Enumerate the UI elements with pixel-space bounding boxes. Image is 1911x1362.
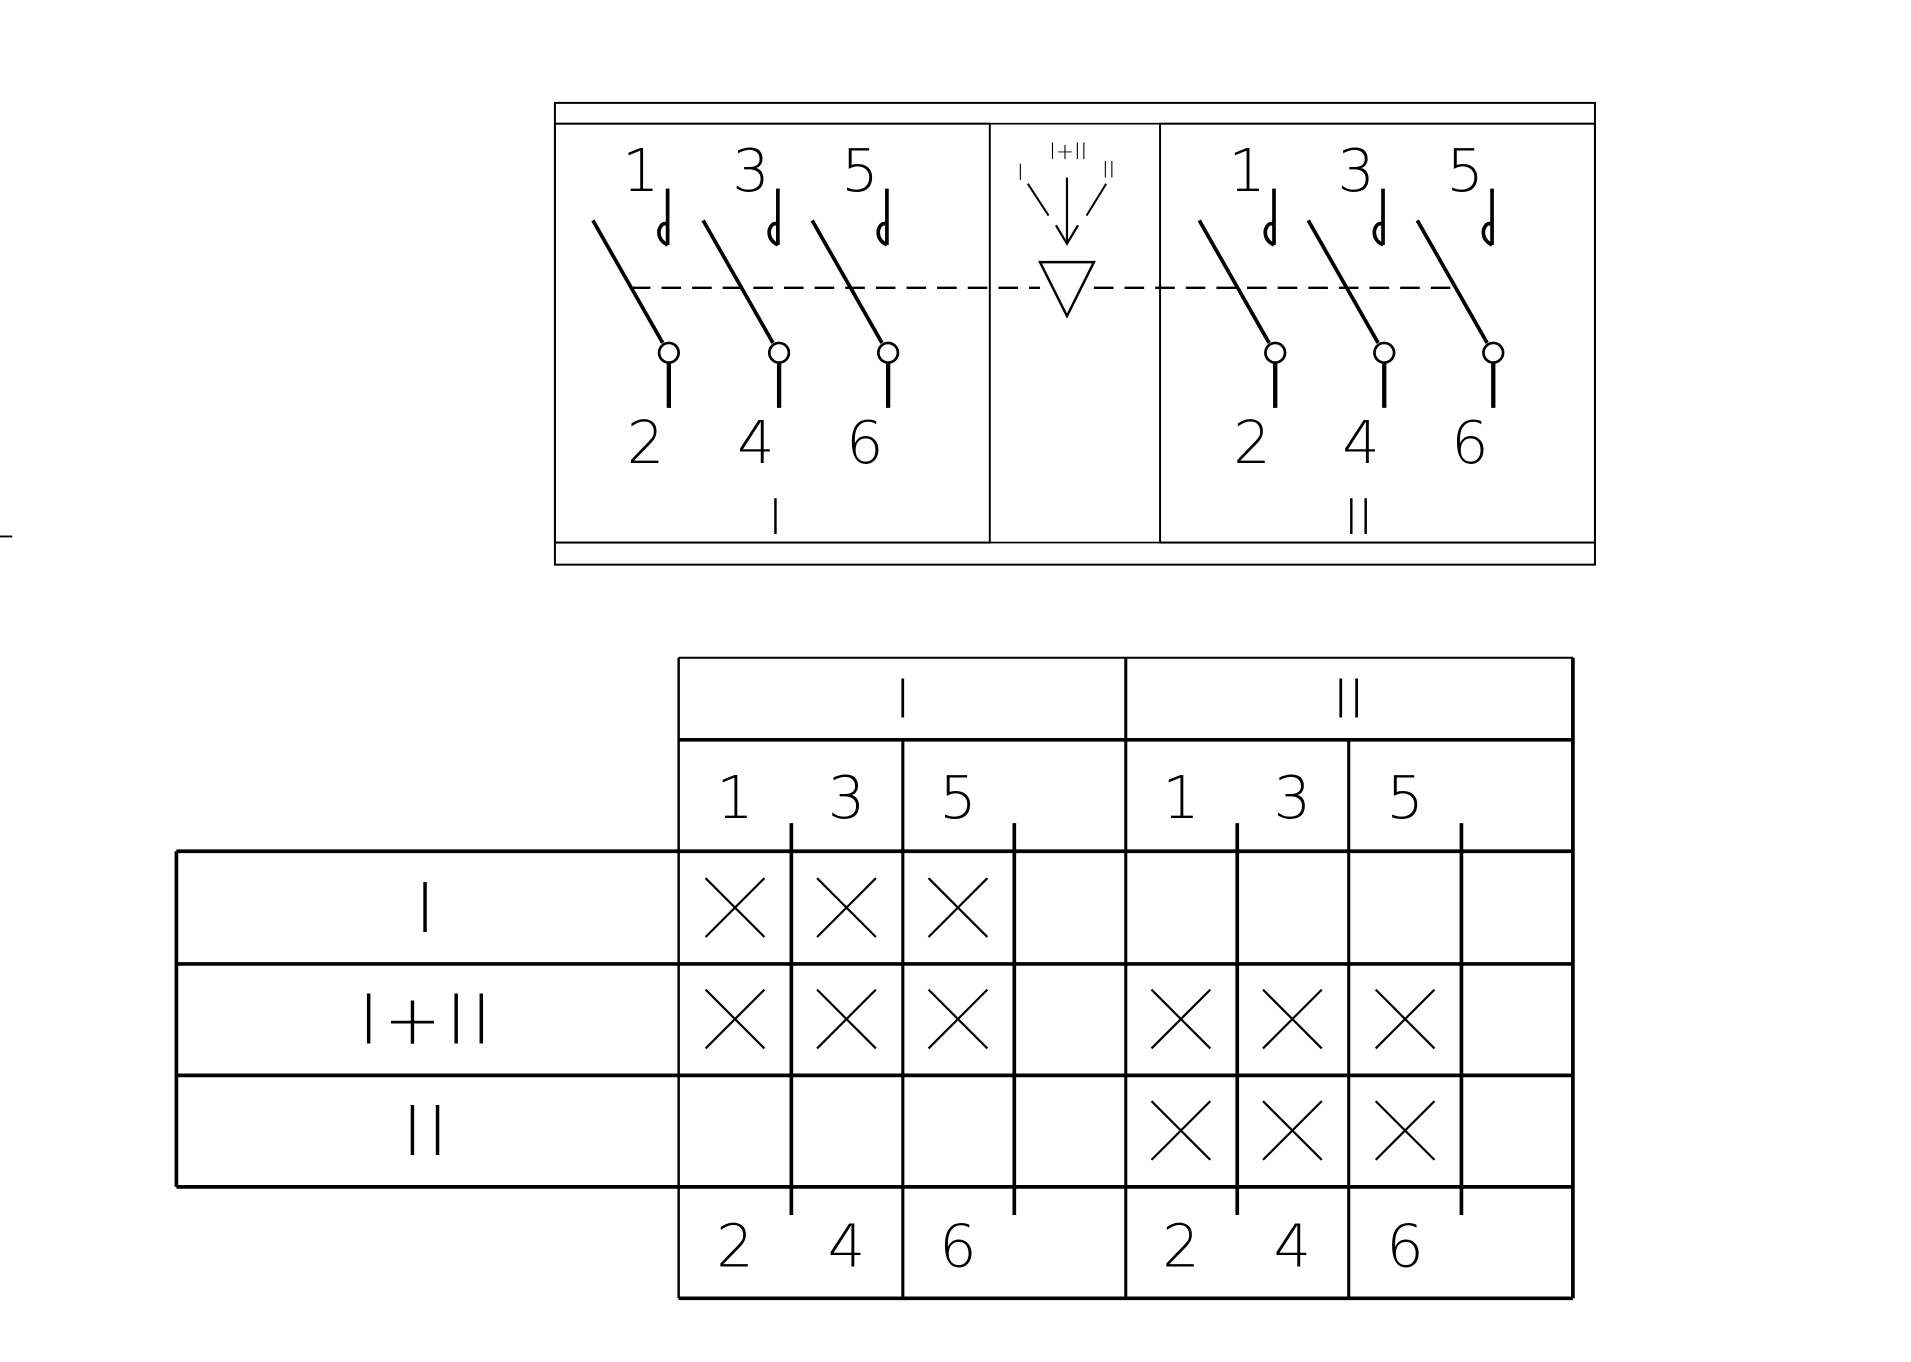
closed-contact-x-icon: [1150, 988, 1212, 1050]
closed-contact-x-icon: [1374, 988, 1436, 1050]
position-label: I+II: [359, 981, 497, 1061]
enclosure-outer: [553, 101, 1596, 566]
closed-contact-x-icon: [704, 988, 766, 1050]
switch-schematic: I II I+II I II 1 2 3 4 5 6 1 2 3 4 5 6: [0, 101, 1596, 566]
closed-contact-x-icon: [1150, 1100, 1212, 1161]
table-terminal-top: 1: [716, 763, 753, 832]
switch-blade: [701, 219, 775, 344]
terminal-label-top: 1: [1228, 136, 1265, 205]
group-box-ii: [1159, 122, 1596, 544]
group-box-i: [553, 122, 991, 544]
pivot-terminal-icon: [1482, 341, 1505, 364]
switch-blade: [810, 219, 884, 344]
position-label: II: [402, 1092, 452, 1172]
fixed-contact-icon: [767, 188, 780, 247]
switch-blade: [1306, 219, 1380, 344]
pivot-terminal-icon: [657, 341, 680, 364]
table-terminal-bottom: 2: [1162, 1211, 1199, 1280]
terminal-label-bottom: 4: [737, 408, 774, 477]
closed-contact-x-icon: [927, 877, 989, 938]
terminal-label-bottom: 4: [1342, 408, 1379, 477]
pivot-terminal-icon: [1373, 341, 1396, 364]
selector-line-right: [1085, 183, 1108, 217]
selector-label-center: I+II: [1049, 140, 1087, 165]
fixed-contact-icon: [1372, 188, 1385, 247]
terminal-label-top: 3: [732, 136, 769, 205]
table-terminal-top: 5: [939, 763, 976, 832]
terminal-label-top: 5: [841, 136, 878, 205]
pivot-terminal-icon: [876, 341, 900, 364]
table-terminal-top: 3: [1274, 763, 1311, 832]
closed-contact-x-icon: [816, 877, 877, 938]
terminal-label-bottom: 2: [627, 408, 664, 477]
table-terminal-bottom: 4: [1274, 1211, 1311, 1280]
table-terminal-bottom: 2: [716, 1211, 753, 1280]
selector-label-right: II: [1102, 159, 1115, 184]
switch-blade: [1415, 219, 1489, 344]
terminal-label-top: 1: [622, 136, 659, 205]
closed-contact-x-icon: [1374, 1100, 1436, 1161]
switch-blade: [1197, 219, 1271, 344]
actuator-triangle-icon: [1038, 260, 1096, 319]
arrowhead-icon: [1055, 224, 1079, 246]
group-header: II: [1333, 668, 1365, 731]
fixed-contact-icon: [1481, 188, 1494, 247]
table-terminal-top: 5: [1386, 763, 1423, 832]
terminal-label-top: 3: [1337, 136, 1374, 205]
position-label: I: [415, 869, 440, 949]
table-terminal-bottom: 6: [939, 1211, 976, 1280]
table-terminal-bottom: 6: [1386, 1211, 1423, 1280]
fixed-contact-icon: [876, 188, 889, 247]
closed-contact-x-icon: [927, 988, 989, 1050]
terminal-label-bottom: 6: [1451, 408, 1488, 477]
pivot-terminal-icon: [767, 341, 791, 364]
fixed-contact-icon: [657, 188, 670, 247]
pivot-terminal-icon: [1264, 341, 1287, 364]
closed-contact-x-icon: [816, 988, 877, 1050]
group-header: I: [895, 668, 911, 731]
group-label-i: I: [768, 489, 782, 546]
selector-label-left: I: [1017, 161, 1024, 186]
closed-contact-x-icon: [704, 877, 766, 938]
closed-contact-x-icon: [1262, 1100, 1323, 1161]
table-terminal-bottom: 4: [828, 1211, 865, 1280]
table-terminal-top: 1: [1162, 763, 1199, 832]
switch-blade: [591, 219, 665, 344]
table-terminal-top: 3: [828, 763, 865, 832]
terminal-label-bottom: 6: [846, 408, 883, 477]
terminal-label-top: 5: [1446, 136, 1483, 205]
group-label-ii: II: [1344, 489, 1373, 546]
selector-line-left: [1026, 183, 1050, 217]
terminal-label-bottom: 2: [1233, 408, 1270, 477]
closed-contact-x-icon: [1262, 988, 1323, 1050]
fixed-contact-icon: [1263, 188, 1276, 247]
